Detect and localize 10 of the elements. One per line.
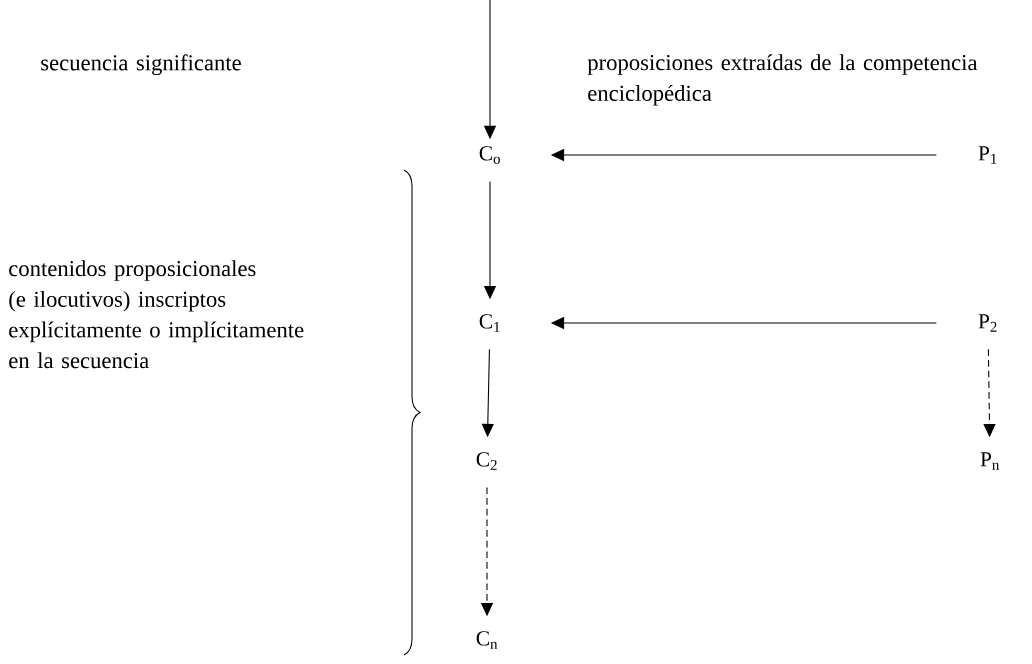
symbol-label: C$_{o}$	[479, 146, 500, 164]
symbol-label: P$_{1}$	[978, 146, 997, 164]
text-label: secuencia significante	[41, 54, 241, 76]
symbol-label: P$_{n}$	[980, 452, 1000, 470]
text-label: proposiciones extraídas de la competencia enciclopédica	[587, 54, 978, 106]
text-label: contenidos proposicionales (e ilocutivos) inscriptos explícitamente o implícitamente en la secuencia	[9, 260, 304, 369]
symbol-label: P$_{2}$	[978, 314, 997, 332]
symbol-label: C$_{1}$	[479, 314, 500, 332]
symbol-label: C$_{n}$	[476, 631, 498, 649]
symbol-label: C$_{2}$	[476, 452, 497, 470]
